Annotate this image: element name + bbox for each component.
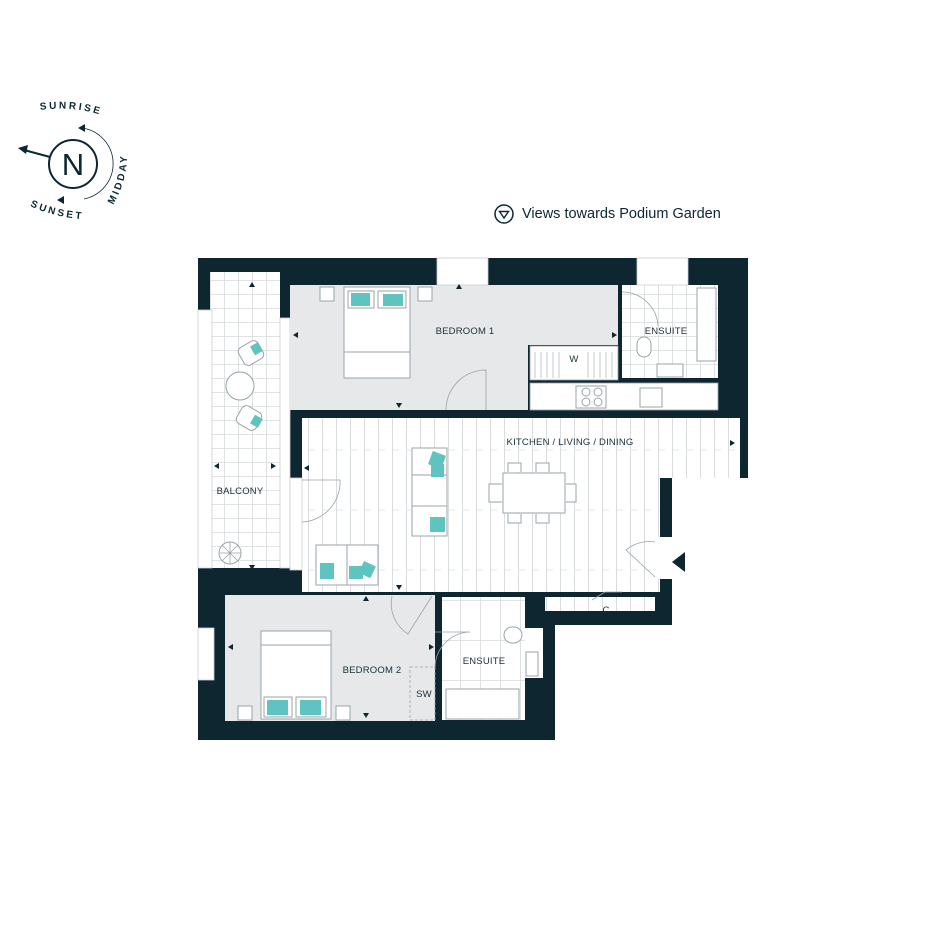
view-direction-icon	[494, 204, 514, 224]
plant-icon	[218, 541, 242, 565]
basin	[656, 363, 684, 378]
bedroom-2-window	[197, 627, 215, 681]
sun-path-arrow-icon	[78, 124, 85, 132]
dining-table	[488, 462, 577, 524]
bath	[445, 688, 520, 720]
double-bed	[260, 630, 332, 720]
balcony-balustrade	[197, 309, 213, 569]
svg-text:SUNRISE: SUNRISE	[39, 101, 103, 118]
bedside-table	[335, 705, 351, 721]
balcony-door[interactable]	[301, 479, 341, 523]
svg-text:MIDDAY: MIDDAY	[106, 154, 130, 207]
north-arrow-icon	[23, 149, 51, 158]
bedside-table	[237, 705, 253, 721]
room-label-bedroom-1: BEDROOM 1	[436, 326, 495, 337]
balcony-chair	[235, 405, 263, 431]
room-label-balcony: BALCONY	[217, 486, 264, 497]
sun-path-arc	[81, 127, 114, 200]
entrance-arrow-icon	[672, 552, 685, 572]
double-bed	[343, 286, 411, 379]
room-label-cupboard: C	[602, 605, 609, 616]
compass: N SUNRISE MIDDAY SUNSET	[18, 101, 130, 223]
compass-midday: MIDDAY	[106, 154, 128, 207]
bath	[696, 287, 717, 362]
storage-wardrobe	[409, 666, 436, 721]
compass-ring	[48, 139, 98, 189]
sun-path-arrow-icon	[57, 196, 64, 204]
balcony-glazing	[279, 317, 291, 569]
compass-north-letter: N	[62, 147, 84, 182]
pillow	[351, 293, 370, 306]
basin	[525, 651, 539, 677]
bedside-table	[417, 286, 433, 302]
dimension-markers	[214, 282, 735, 718]
balcony-table	[225, 371, 255, 401]
ensuite-1-window	[636, 257, 689, 286]
toilet	[503, 626, 523, 644]
pillow	[383, 294, 403, 306]
entrance-opening	[655, 537, 672, 579]
views-indicator: Views towards Podium Garden	[494, 204, 721, 224]
cupboard-floor	[545, 597, 655, 611]
balcony-chair	[237, 340, 265, 366]
kitchen-counter	[529, 382, 719, 411]
ensuite-2-door[interactable]	[434, 631, 471, 668]
entrance-door[interactable]	[625, 541, 656, 578]
wardrobe	[529, 345, 619, 381]
room-label-ensuite-1: ENSUITE	[645, 326, 688, 337]
compass-sunset: SUNSET	[29, 199, 82, 223]
sofa	[411, 447, 448, 537]
ensuite-1-door[interactable]	[621, 291, 659, 327]
bedroom-1-window	[436, 257, 489, 286]
bedroom-1-door[interactable]	[445, 369, 487, 411]
kitchen-sink	[639, 387, 663, 408]
room-label-kitchen-living-dining: KITCHEN / LIVING / DINING	[507, 437, 634, 448]
bedside-table	[319, 286, 335, 302]
north-arrowhead-icon	[18, 145, 28, 154]
compass-sunrise: SUNRISE	[39, 101, 101, 118]
cupboard-door[interactable]	[591, 591, 622, 601]
bedroom-2-door[interactable]	[390, 595, 433, 635]
views-text: Views towards Podium Garden	[522, 206, 721, 222]
room-label-ensuite-2: ENSUITE	[463, 656, 506, 667]
room-label-storage-wardrobe: SW	[416, 689, 432, 700]
toilet	[636, 336, 652, 358]
room-label-bedroom-2: BEDROOM 2	[343, 665, 402, 676]
svg-text:SUNSET: SUNSET	[29, 199, 85, 223]
armchair-sofa	[315, 544, 379, 586]
room-label-wardrobe: W	[569, 354, 578, 365]
hob-icon	[575, 385, 607, 409]
balcony-door-glazing	[289, 477, 303, 571]
